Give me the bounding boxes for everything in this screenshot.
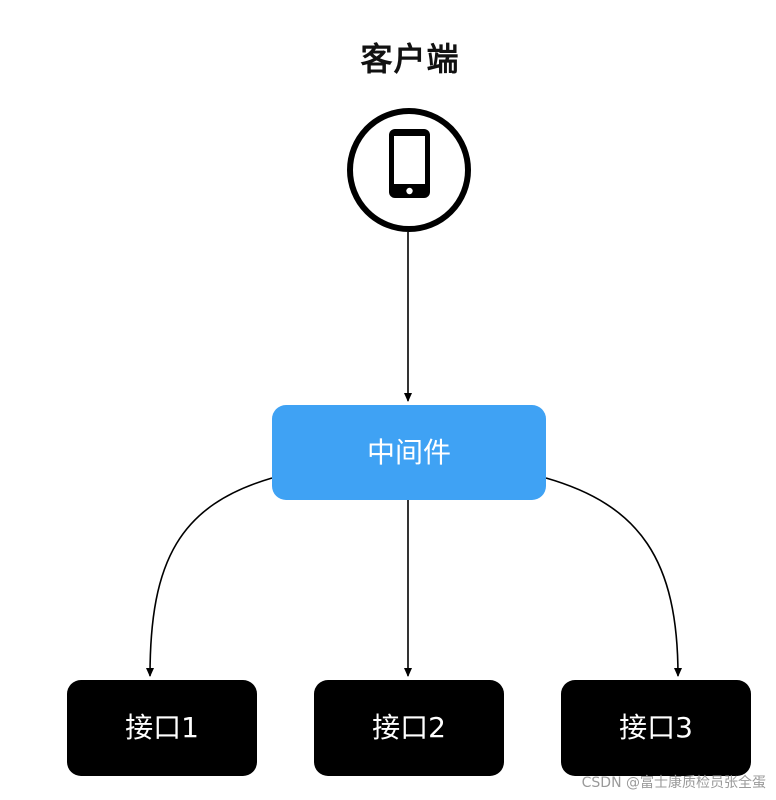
client-title: 客户端 [360, 40, 460, 78]
watermark-text: CSDN @富士康质检员张全蛋 [581, 775, 766, 791]
api-node-3: 接口3 [561, 680, 751, 776]
api-label-2: 接口2 [372, 711, 446, 744]
api-node-2: 接口2 [314, 680, 504, 776]
arrow-middleware-to-api1 [146, 477, 273, 677]
api-node-1: 接口1 [67, 680, 257, 776]
arrow-middleware-to-api3 [545, 477, 682, 677]
api-label-3: 接口3 [619, 711, 693, 744]
phone-icon [347, 108, 471, 232]
api-label-1: 接口1 [125, 711, 199, 744]
middleware-label: 中间件 [366, 435, 451, 469]
middleware-node: 中间件 [272, 405, 546, 500]
